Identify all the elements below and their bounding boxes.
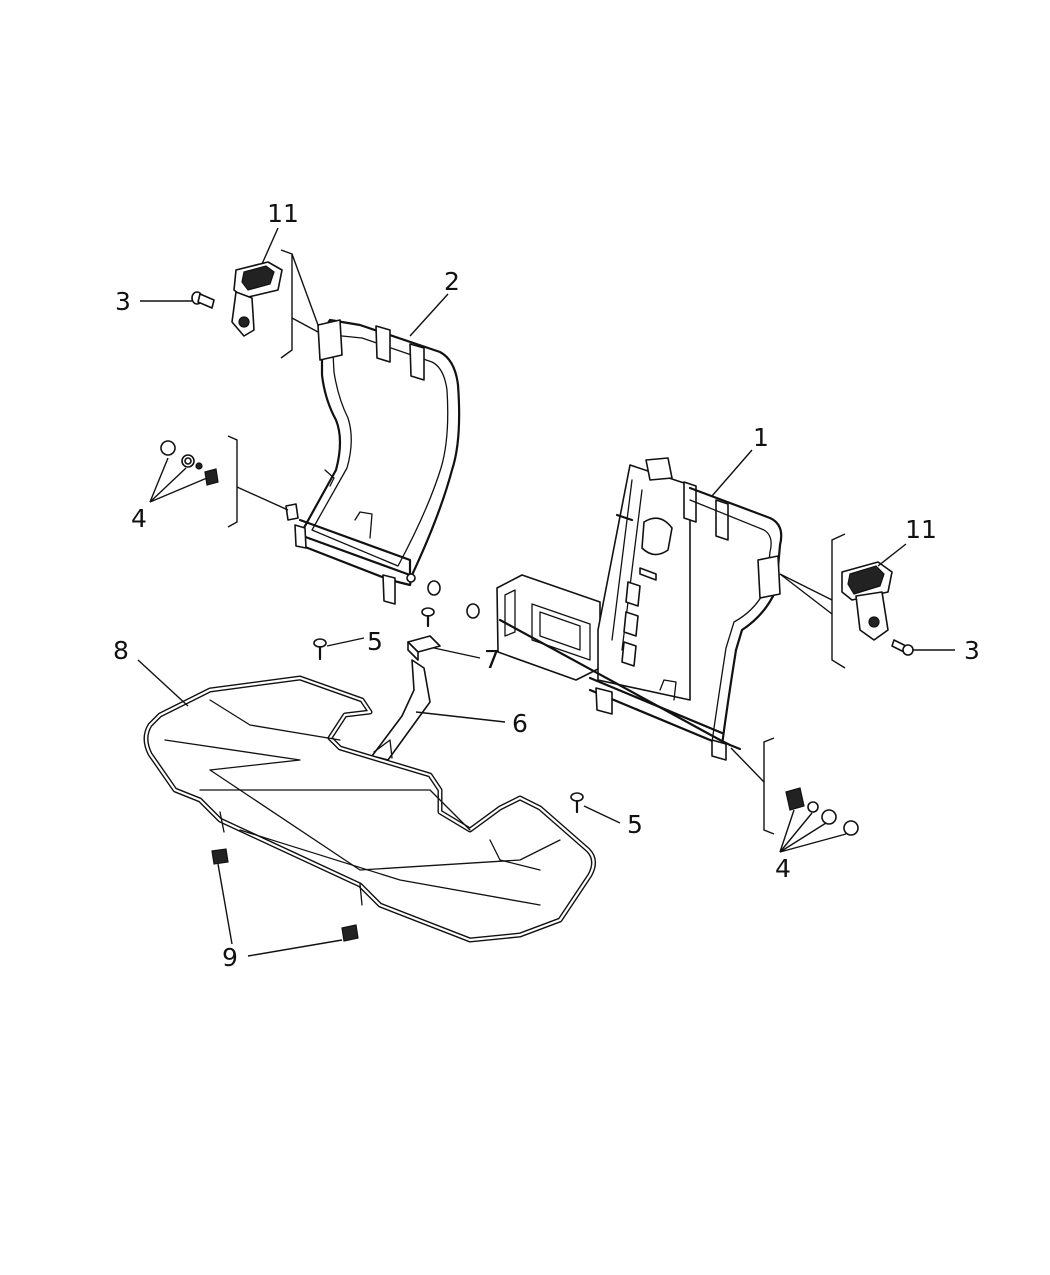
bolt-left (313, 638, 327, 661)
callout-4-right: 4 (775, 854, 791, 883)
callout-11-right: 11 (905, 515, 937, 544)
callout-3-right: 3 (964, 636, 980, 665)
pivot-hardware-right (785, 787, 859, 836)
bolt-right (570, 792, 584, 814)
callout-3-left: 3 (115, 287, 131, 316)
latch-handle-left (231, 261, 283, 337)
clip-bracket (407, 635, 441, 661)
callout-1: 1 (753, 423, 769, 452)
bushings (427, 580, 480, 619)
seat-back-frame-right (496, 457, 783, 761)
callout-7: 7 (484, 645, 500, 674)
callout-4-left: 4 (131, 504, 147, 533)
callout-2: 2 (444, 267, 460, 296)
bolt-upper (421, 607, 435, 628)
clips (211, 848, 359, 942)
callout-6: 6 (512, 709, 528, 738)
callout-labels: 11 3 2 4 1 11 3 5 7 6 8 5 9 4 (113, 199, 980, 972)
screw-left (191, 291, 215, 309)
latch-handle-right (841, 561, 893, 641)
seat-back-frame-left (294, 318, 461, 605)
screw-right (891, 639, 914, 656)
seat-wire-frame (143, 675, 596, 943)
pivot-hardware-left (160, 440, 299, 521)
callout-9: 9 (222, 943, 238, 972)
callout-5-right: 5 (627, 810, 643, 839)
callout-11-left: 11 (267, 199, 299, 228)
callout-8: 8 (113, 636, 129, 665)
leader-lines (137, 227, 955, 957)
callout-5-left: 5 (367, 627, 383, 656)
support-bracket (371, 659, 431, 761)
